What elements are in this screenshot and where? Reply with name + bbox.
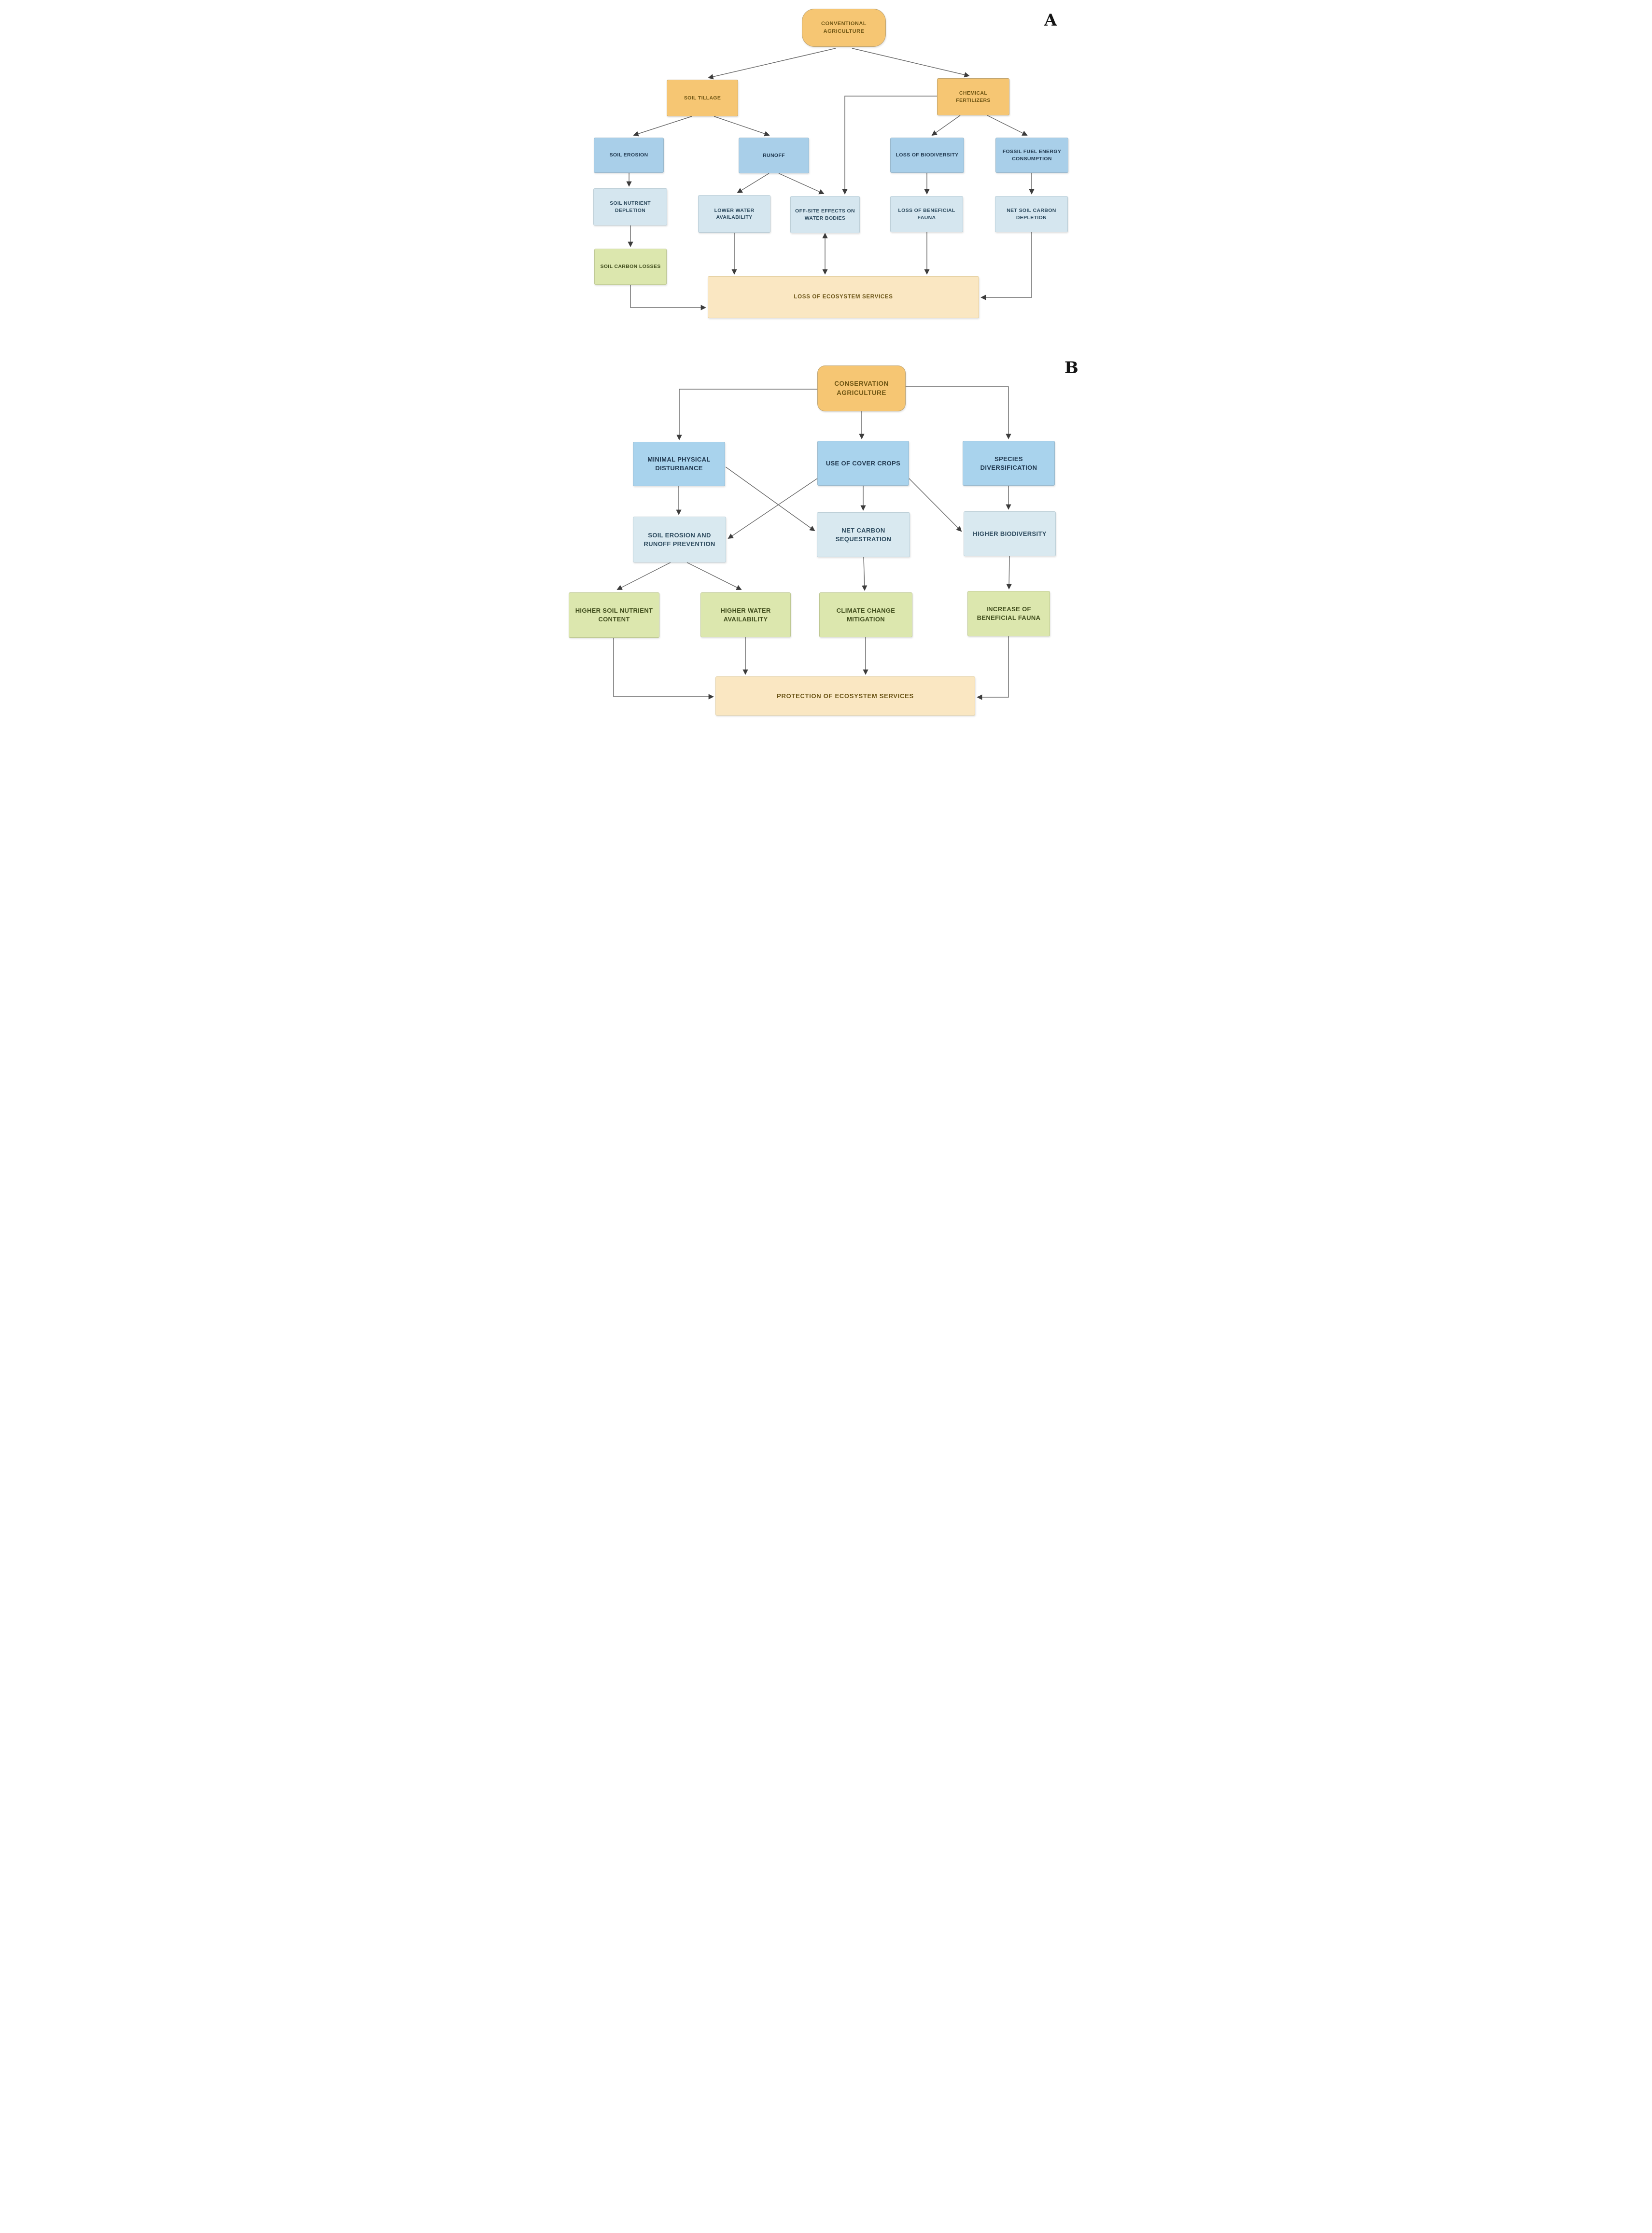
edge-runoff-off-site-effects [778,173,825,195]
edge-use-of-cover-crops-higher-biodiversity [909,478,962,532]
edge-soil-erosion-prevention-higher-soil-nutrient-content [616,562,671,590]
edge-increase-of-beneficial-fauna-protection-of-ecosystem-services [977,636,1009,700]
node-chemical-fertilizers: CHEMICAL FERTILIZERS [937,78,1009,115]
edge-minimal-physical-disturbance-net-carbon-sequestration [725,466,815,532]
node-minimal-physical-disturbance: MINIMAL PHYSICAL DISTURBANCE [633,442,725,486]
node-fossil-fuel-energy-consumption: FOSSIL FUEL ENERGY CONSUMPTION [995,138,1068,173]
node-soil-carbon-losses: SOIL CARBON LOSSES [594,249,667,285]
edge-chemical-fertilizers-fossil-fuel [987,115,1028,136]
node-soil-erosion-and-runoff-prevention: SOIL EROSION AND RUNOFF PREVENTION [633,517,726,562]
flowchart-canvas: A B CONVENTIONAL AGRICULTURE SOIL TILLAG… [560,0,1092,718]
edge-higher-soil-nutrient-content-protection-of-ecosystem-services [613,638,714,700]
node-net-soil-carbon-depletion: NET SOIL CARBON DEPLETION [995,196,1068,232]
edge-use-of-cover-crops-soil-erosion-prevention [728,478,818,539]
edge-conventional-agriculture-chemical-fertilizers [852,48,970,78]
connector-layer [613,48,1035,700]
node-conventional-agriculture: CONVENTIONAL AGRICULTURE [802,9,886,47]
edge-soil-carbon-losses-loss-of-ecosystem-services [630,285,706,310]
node-higher-soil-nutrient-content: HIGHER SOIL NUTRIENT CONTENT [569,592,659,638]
node-soil-nutrient-depletion: SOIL NUTRIENT DEPLETION [593,188,667,225]
node-conservation-agriculture: CONSERVATION AGRICULTURE [817,365,906,411]
edge-runoff-lower-water-availability [737,173,770,193]
node-lower-water-availability: LOWER WATER AVAILABILITY [698,195,770,233]
edge-soil-tillage-runoff [714,116,770,137]
node-runoff: RUNOFF [739,138,809,173]
node-climate-change-mitigation: CLIMATE CHANGE MITIGATION [819,592,912,637]
node-soil-erosion: SOIL EROSION [594,138,664,173]
edge-net-soil-carbon-depletion-loss-of-ecosystem-services [980,232,1032,300]
node-loss-of-ecosystem-services: LOSS OF ECOSYSTEM SERVICES [708,276,979,318]
edge-soil-tillage-soil-erosion [633,116,692,137]
node-higher-biodiversity: HIGHER BIODIVERSITY [964,511,1056,556]
edge-chemical-fertilizers-off-site-effects [842,96,937,195]
node-loss-of-beneficial-fauna: LOSS OF BENEFICIAL FAUNA [890,196,963,232]
edge-conventional-agriculture-soil-tillage [708,48,836,80]
panel-a-label: A [1044,11,1057,30]
edge-chemical-fertilizers-loss-of-biodiversity [931,115,961,136]
node-species-diversification: SPECIES DIVERSIFICATION [963,441,1055,486]
node-net-carbon-sequestration: NET CARBON SEQUESTRATION [817,512,910,557]
panel-b-label: B [1064,358,1078,378]
edge-net-carbon-sequestration-climate-change-mitigation [862,557,868,591]
panel-a-edges [626,48,1035,310]
node-soil-tillage: SOIL TILLAGE [667,80,738,116]
node-increase-of-beneficial-fauna: INCREASE OF BENEFICIAL FAUNA [967,591,1050,636]
node-use-of-cover-crops: USE OF COVER CROPS [817,441,909,486]
edge-conservation-agriculture-species-diversification [906,386,1011,439]
edge-soil-erosion-prevention-higher-water-availability [686,562,742,590]
node-higher-water-availability: HIGHER WATER AVAILABILITY [700,592,791,637]
panel-b-edges [613,386,1012,700]
edge-conservation-agriculture-minimal-physical-disturbance [676,389,817,440]
node-off-site-effects-on-water-bodies: OFF-SITE EFFECTS ON WATER BODIES [790,196,860,233]
node-loss-of-biodiversity: LOSS OF BIODIVERSITY [890,138,964,173]
node-protection-of-ecosystem-services: PROTECTION OF ECOSYSTEM SERVICES [715,676,975,716]
